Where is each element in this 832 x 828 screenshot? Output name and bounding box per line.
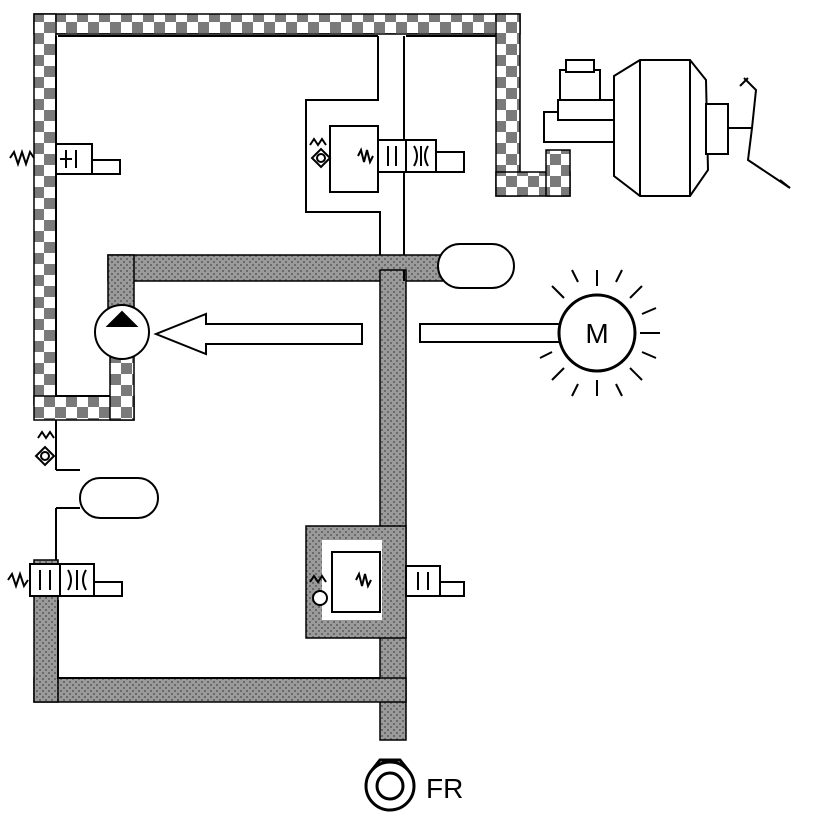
check-valve-icon <box>309 137 332 169</box>
motor-label: M <box>585 318 608 349</box>
wheel-label: FR <box>426 773 463 804</box>
master-cylinder-icon <box>543 59 791 197</box>
accumulator-icon <box>437 243 515 289</box>
solenoid-valve-lower-middle <box>331 551 465 613</box>
flow-arrow-icon <box>153 312 561 356</box>
motor-icon: M <box>539 269 660 397</box>
master-pressure-lines <box>33 13 571 421</box>
pump-icon <box>94 304 150 360</box>
solenoid-valve-upper-right <box>329 125 465 193</box>
solenoid-valve-upper-left <box>9 143 121 175</box>
solenoid-valve-lower-left <box>7 563 123 597</box>
check-valve-icon <box>309 574 328 606</box>
wheel-cylinder-icon <box>364 758 416 812</box>
check-valve-icon <box>34 430 56 467</box>
accumulator-icon <box>79 477 159 519</box>
